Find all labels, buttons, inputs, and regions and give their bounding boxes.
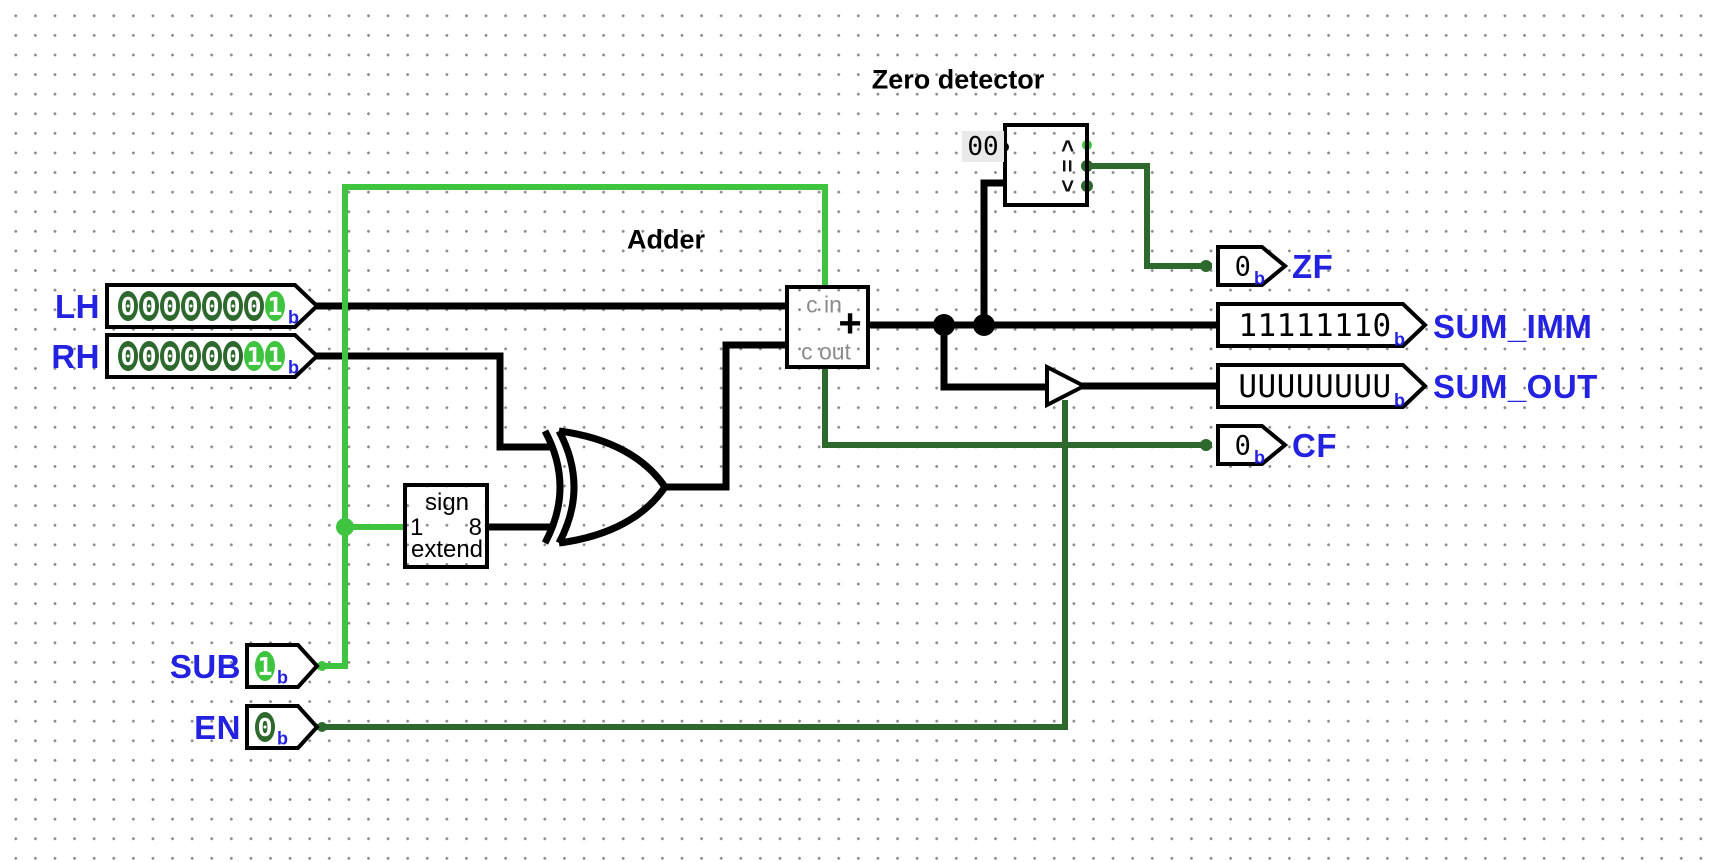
- zf-label: ZF: [1292, 248, 1334, 285]
- dot-cf-pin: [1200, 439, 1212, 451]
- rh-bit-7[interactable]: 0: [118, 341, 138, 371]
- junction-sub: [336, 518, 354, 536]
- lh-digits[interactable]: 0 0 0 0 0 0 0 1: [118, 291, 285, 321]
- sum-out-value: UUUUUUUU: [1238, 369, 1392, 405]
- sign-extend-top-label: sign: [424, 489, 470, 516]
- lh-bit-5[interactable]: 0: [160, 291, 180, 321]
- adder-plus-symbol: +: [838, 301, 862, 346]
- adder-cin-label: c in: [806, 291, 842, 318]
- sub-radix: b: [277, 667, 288, 688]
- sub-bit-0[interactable]: 1: [255, 651, 275, 681]
- dot-en-pin: [317, 722, 327, 732]
- en-digits[interactable]: 0: [255, 712, 275, 742]
- rh-radix: b: [288, 357, 299, 378]
- rh-bit-1[interactable]: 1: [244, 341, 264, 371]
- dot-zf-pin: [1200, 260, 1212, 272]
- en-radix: b: [277, 728, 288, 749]
- cf-radix: b: [1254, 447, 1265, 468]
- adder-title: Adder: [626, 224, 706, 255]
- rh-bit-0[interactable]: 1: [265, 341, 285, 371]
- sign-extend-in-bits: 1: [410, 514, 424, 541]
- wire-sum-to-buffer: [940, 325, 1049, 391]
- rh-label: RH: [51, 338, 100, 375]
- rh-bit-3[interactable]: 0: [202, 341, 222, 371]
- xor-gate: [541, 427, 670, 547]
- constant-box: [962, 131, 1004, 162]
- zf-radix: b: [1254, 268, 1265, 289]
- sum-imm-value: 11111110: [1238, 308, 1392, 344]
- constant-value: 00: [967, 132, 999, 162]
- sum-out-pin-shape: [1216, 363, 1428, 409]
- wire-rh-to-xor: [313, 352, 551, 451]
- zf-value: 0: [1234, 251, 1252, 283]
- lh-bit-1[interactable]: 0: [244, 291, 264, 321]
- sign-extend-out-bits: 8: [468, 514, 482, 541]
- lh-bit-7[interactable]: 0: [118, 291, 138, 321]
- sum-imm-radix: b: [1394, 329, 1405, 350]
- wire-cout-to-cf: [822, 367, 1212, 448]
- rh-bit-2[interactable]: 0: [223, 341, 243, 371]
- wire-sub-to-adder-cin: [317, 184, 828, 669]
- wire-en-to-buffer: [317, 400, 1068, 730]
- junction-sum-1: [933, 314, 955, 336]
- dot-sub-pin: [317, 661, 327, 671]
- rh-bit-5[interactable]: 0: [160, 341, 180, 371]
- sum-imm-pin-shape: [1216, 302, 1428, 348]
- comparator-gt-label: >: [1055, 139, 1080, 153]
- en-bit-0[interactable]: 0: [255, 712, 275, 742]
- lh-bit-3[interactable]: 0: [202, 291, 222, 321]
- tristate-buffer: [1045, 363, 1089, 409]
- sub-digits[interactable]: 1: [255, 651, 275, 681]
- sum-imm-label: SUM_IMM: [1433, 308, 1593, 345]
- wire-sum-to-comparator: [980, 179, 1006, 325]
- rh-bit-6[interactable]: 0: [139, 341, 159, 371]
- sum-out-label: SUM_OUT: [1433, 368, 1598, 405]
- sign-extend-bottom-label: extend: [410, 536, 484, 563]
- wire-comparator-eq-to-zf: [1087, 163, 1212, 269]
- comparator-box: [1003, 123, 1089, 207]
- sign-extend-box: [403, 483, 489, 569]
- rh-digits[interactable]: 0 0 0 0 0 0 1 1: [118, 341, 285, 371]
- lh-radix: b: [288, 307, 299, 328]
- cf-value: 0: [1234, 430, 1252, 462]
- comparator-eq-label: =: [1055, 159, 1080, 173]
- cf-pin-shape: [1216, 424, 1289, 466]
- sum-out-radix: b: [1394, 390, 1405, 411]
- lh-bit-6[interactable]: 0: [139, 291, 159, 321]
- lh-label: LH: [55, 288, 100, 325]
- en-label: EN: [194, 709, 241, 746]
- rh-bit-4[interactable]: 0: [181, 341, 201, 371]
- lh-bit-2[interactable]: 0: [223, 291, 243, 321]
- comparator-lt-label: <: [1055, 179, 1080, 193]
- lh-bit-4[interactable]: 0: [181, 291, 201, 321]
- zf-pin-shape: [1216, 245, 1289, 287]
- adder-box: [785, 285, 870, 369]
- cf-label: CF: [1292, 427, 1337, 464]
- junction-sum-2: [973, 314, 995, 336]
- wire-xor-to-adder: [663, 341, 787, 491]
- sub-label: SUB: [169, 648, 241, 685]
- lh-bit-0[interactable]: 1: [265, 291, 285, 321]
- zero-detector-title: Zero detector: [871, 64, 1045, 95]
- adder-cout-label: c out: [801, 338, 851, 365]
